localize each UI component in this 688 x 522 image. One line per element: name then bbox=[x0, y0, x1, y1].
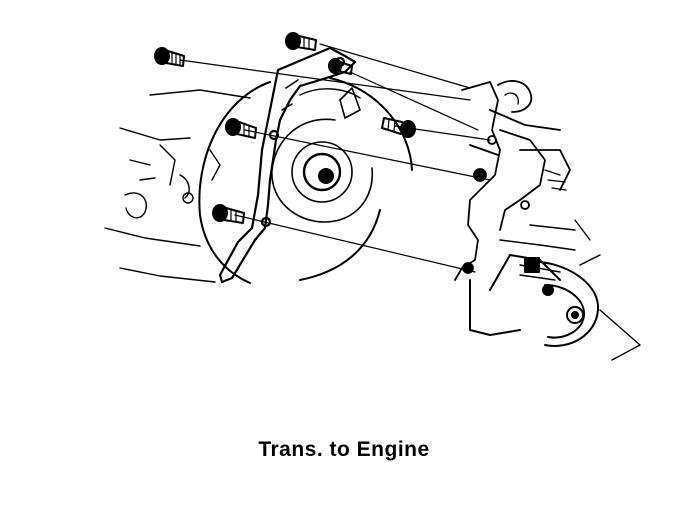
gasket-plate bbox=[218, 46, 357, 284]
transmission-body bbox=[104, 89, 251, 283]
diagram-caption: Trans. to Engine bbox=[258, 438, 430, 461]
starter-motor bbox=[469, 254, 641, 361]
bolt-middle-right bbox=[381, 117, 416, 138]
bolt-middle-left bbox=[225, 118, 257, 139]
bolt-top-right bbox=[328, 58, 353, 75]
bolt-alignment-lines bbox=[179, 43, 491, 273]
bolt-lower-left bbox=[212, 204, 245, 224]
bolt-upper-left bbox=[154, 47, 185, 67]
engine-block bbox=[454, 80, 591, 281]
bolt-upper-center bbox=[285, 32, 317, 51]
